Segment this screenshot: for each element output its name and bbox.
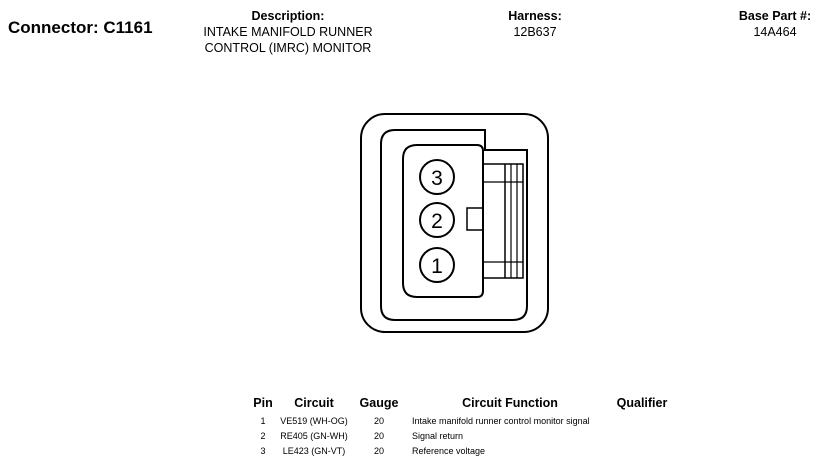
pin-table: Pin Circuit Gauge Circuit Function Quali… [248, 396, 672, 458]
row-circuit: RE405 (GN-WH) [280, 430, 348, 441]
row-pin: 3 [260, 445, 266, 456]
harness-block: Harness: 12B637 [480, 8, 590, 40]
description-line-1: INTAKE MANIFOLD RUNNER [203, 25, 373, 39]
row-qualifier [612, 413, 672, 428]
base-part-value: 14A464 [753, 25, 797, 39]
pin-1-label: 1 [431, 255, 443, 278]
polarizing-key [466, 207, 484, 231]
pin-2: 2 [419, 202, 455, 238]
pin-cavity [402, 144, 484, 298]
row-pin: 2 [260, 430, 266, 441]
col-gauge: Gauge [359, 396, 399, 410]
col-circuit: Circuit [294, 396, 334, 410]
col-pin: Pin [253, 396, 273, 410]
description-label: Description: [251, 9, 325, 23]
connector-inner-housing [380, 129, 528, 321]
row-gauge: 20 [373, 445, 384, 456]
harness-value: 12B637 [513, 25, 557, 39]
row-circuit: VE519 (WH-OG) [280, 415, 348, 426]
base-part-block: Base Part #: 14A464 [725, 8, 825, 40]
connector-title: Connector: C1161 [8, 18, 153, 37]
row-qualifier [612, 443, 672, 458]
pin-3-label: 3 [431, 167, 443, 190]
base-part-label: Base Part #: [738, 9, 812, 23]
row-function: Reference voltage [412, 445, 486, 456]
pin-3: 3 [419, 159, 455, 195]
row-qualifier [612, 428, 672, 443]
pin-1: 1 [419, 247, 455, 283]
pin-2-label: 2 [431, 210, 443, 233]
col-qualifier: Qualifier [616, 396, 668, 410]
connector-outer-housing [360, 113, 549, 333]
row-function: Intake manifold runner control monitor s… [412, 415, 590, 426]
connector-face-diagram: 3 2 1 [360, 113, 549, 333]
description-block: Description: INTAKE MANIFOLD RUNNER CONT… [178, 8, 398, 56]
col-circuit-function: Circuit Function [462, 396, 558, 410]
row-gauge: 20 [373, 430, 384, 441]
description-line-2: CONTROL (IMRC) MONITOR [204, 41, 372, 55]
row-gauge: 20 [373, 415, 384, 426]
harness-label: Harness: [508, 9, 562, 23]
table-row: 3 LE423 (GN-VT) 20 Reference voltage [248, 443, 672, 458]
pin-table-header: Pin Circuit Gauge Circuit Function Quali… [248, 396, 672, 413]
table-row: 2 RE405 (GN-WH) 20 Signal return [248, 428, 672, 443]
row-circuit: LE423 (GN-VT) [282, 445, 346, 456]
row-pin: 1 [260, 415, 266, 426]
table-row: 1 VE519 (WH-OG) 20 Intake manifold runne… [248, 413, 672, 428]
row-function: Signal return [412, 430, 464, 441]
